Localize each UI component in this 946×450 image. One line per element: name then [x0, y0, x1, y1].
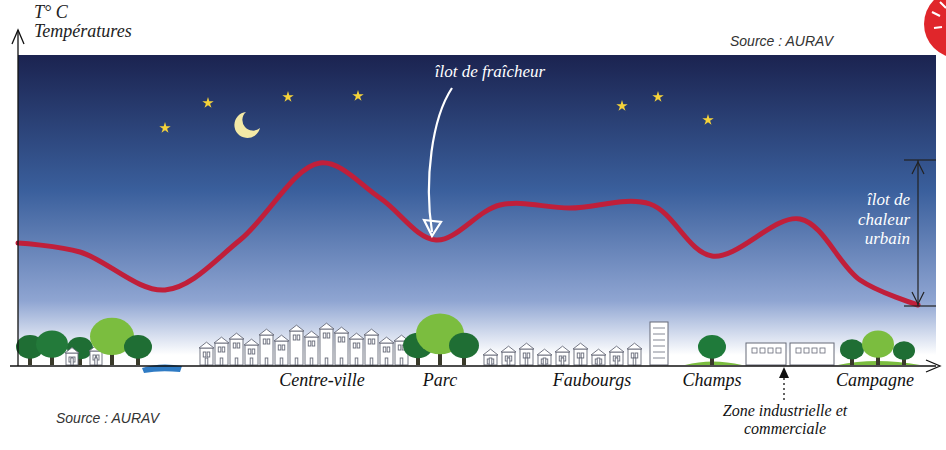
- tree: [36, 331, 68, 365]
- tree: [698, 335, 726, 365]
- tree: [862, 331, 894, 365]
- zone-name: Parc: [380, 370, 500, 391]
- house: [65, 348, 79, 365]
- house: [379, 337, 394, 365]
- zone-name: Zone industrielle et commerciale: [712, 402, 858, 439]
- axis-unit: T° C: [34, 2, 154, 23]
- tree: [449, 333, 479, 365]
- star: [352, 90, 363, 101]
- star: [616, 100, 627, 111]
- source-note: Source : AURAV: [56, 410, 216, 426]
- house: [609, 346, 624, 365]
- zone-name: Faubourgs: [527, 370, 657, 391]
- house: [259, 329, 274, 365]
- house: [555, 346, 570, 365]
- house: [304, 331, 319, 365]
- house: [229, 333, 244, 365]
- source-note: Source : AURAV: [730, 33, 890, 49]
- house: [591, 349, 606, 365]
- house: [349, 333, 364, 365]
- house: [214, 337, 229, 365]
- warehouse: [790, 343, 834, 365]
- zone-name: Centre-ville: [242, 370, 402, 391]
- axes: [10, 30, 940, 372]
- red-badge: [924, 0, 946, 58]
- moon: [234, 112, 260, 138]
- house: [627, 343, 642, 365]
- star: [159, 122, 170, 133]
- house: [274, 335, 289, 365]
- tree: [840, 339, 864, 365]
- tower: [650, 322, 668, 365]
- house: [319, 323, 334, 365]
- landscape: [16, 313, 920, 373]
- zone-pointer: [779, 367, 789, 400]
- star: [202, 97, 213, 108]
- house: [289, 325, 304, 365]
- cool-island-arrow: [424, 88, 452, 236]
- cool-island-label: îlot de fraîcheur: [400, 62, 580, 82]
- zone-name: Campagne: [820, 370, 930, 391]
- house: [364, 329, 379, 365]
- temperature-curve: [18, 163, 918, 305]
- warehouse: [746, 343, 786, 365]
- house: [199, 342, 214, 365]
- house: [537, 349, 552, 365]
- house: [501, 346, 516, 365]
- tree: [893, 341, 915, 365]
- night-sky: [18, 55, 936, 355]
- star: [702, 114, 713, 125]
- axis-title: Températures: [34, 21, 194, 42]
- star: [282, 91, 293, 102]
- tree: [124, 335, 152, 365]
- house: [483, 349, 498, 365]
- house: [519, 343, 534, 365]
- house: [244, 339, 259, 365]
- heat-island-label: îlot de chaleur urbain: [836, 190, 910, 249]
- house: [573, 343, 588, 365]
- star: [652, 91, 663, 102]
- house: [334, 327, 349, 365]
- zone-name: Champs: [662, 370, 762, 391]
